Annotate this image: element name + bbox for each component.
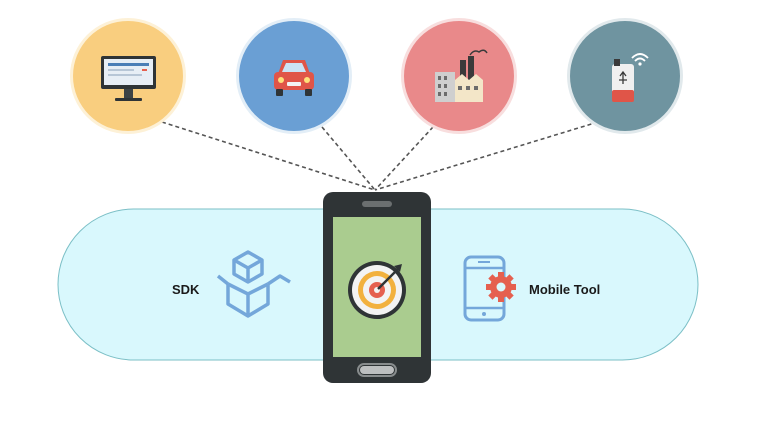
monitor-icon bbox=[101, 56, 156, 101]
connector-lines bbox=[161, 121, 599, 191]
usb-wifi-dongle-icon bbox=[612, 53, 649, 102]
target-icon bbox=[348, 261, 406, 319]
sdk-label: SDK bbox=[172, 282, 200, 297]
box-icon bbox=[216, 250, 291, 318]
connector-dongle bbox=[374, 121, 599, 191]
connector-car bbox=[321, 126, 376, 191]
monitor-node bbox=[70, 18, 186, 134]
car-node bbox=[236, 18, 352, 134]
mobile-tool-label: Mobile Tool bbox=[529, 282, 601, 297]
dongle-node bbox=[567, 18, 683, 134]
gear-icon bbox=[486, 272, 516, 302]
car-icon bbox=[274, 60, 314, 96]
connector-factory bbox=[374, 126, 434, 191]
factory-icon bbox=[435, 49, 488, 102]
connector-monitor bbox=[161, 121, 376, 191]
factory-node bbox=[401, 18, 517, 134]
